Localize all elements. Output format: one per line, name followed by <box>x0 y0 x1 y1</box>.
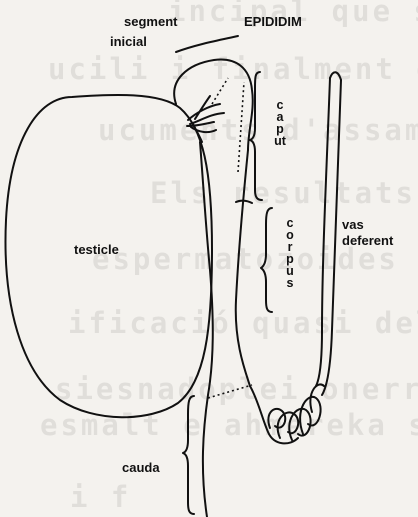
vas-label-line2: deferent <box>342 234 393 247</box>
corpus-label: corpus <box>284 217 296 289</box>
caput-label: caput <box>274 99 286 147</box>
epididymis-title: EPIDIDIM <box>244 15 302 28</box>
testicle-label: testicle <box>74 243 119 256</box>
vas-deferens-left <box>316 78 330 386</box>
caput-boundary <box>212 78 228 104</box>
cauda-brace <box>183 396 194 514</box>
segment-inicial-leader <box>176 36 238 52</box>
caput-corpus-boundary <box>238 82 244 172</box>
vas-deferens-top <box>330 72 341 80</box>
inicial-label: inicial <box>110 35 147 48</box>
cauda-boundary <box>208 385 252 398</box>
vas-coils <box>268 384 324 440</box>
cauda-label: cauda <box>122 461 160 474</box>
corpus-brace <box>261 208 272 312</box>
efferent-ducts-lower <box>193 124 202 142</box>
epididymis-right-wall <box>236 150 250 386</box>
segment-label: segment <box>124 15 177 28</box>
efferent-ducts <box>187 96 224 132</box>
vas-label-line1: vas <box>342 218 364 231</box>
